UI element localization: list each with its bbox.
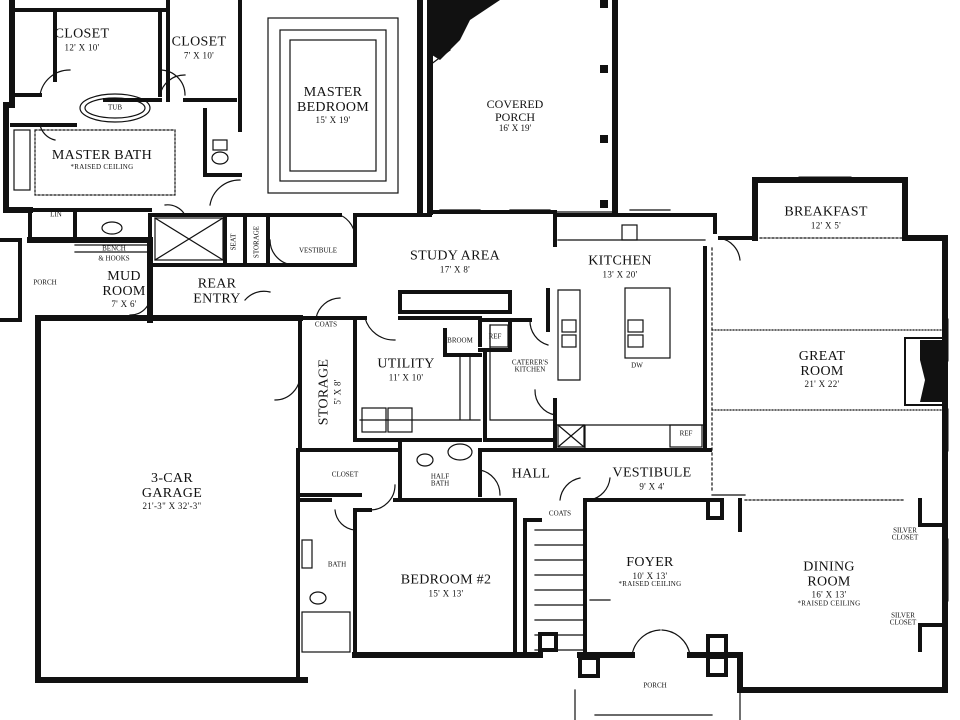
lin-label: LIN <box>50 210 62 219</box>
master-bedroom-label: MASTER BEDROOM 15' x 19' <box>296 85 370 126</box>
closet-garage-label: CLOSET <box>331 470 359 479</box>
room-name: VESTIBULE <box>612 465 692 481</box>
room-name: GREAT <box>798 349 846 365</box>
garage-label: 3-CAR GARAGE 21'-3" x 32'-3" <box>141 471 203 512</box>
room-name: DINING <box>803 559 855 575</box>
silver-closet-bottom-label: SILVER CLOSET <box>889 611 917 628</box>
room-name: 3-CAR <box>151 471 193 487</box>
master-bath-label: MASTER BATH *RAISED CEILING <box>51 147 153 171</box>
room-dim: 7' x 6' <box>111 299 137 310</box>
room-name: CATERER'S <box>511 358 549 367</box>
room-dim: 12' x 5' <box>810 220 842 231</box>
room-dim: 13' x 20' <box>602 269 638 280</box>
covered-porch-label: COVERED PORCH 16' x 19' <box>487 98 544 134</box>
room-name: CLOSET <box>171 34 227 50</box>
dw-label: DW <box>631 361 643 370</box>
bath-label: BATH <box>327 560 347 569</box>
half-bath-label: HALF BATH <box>430 472 450 489</box>
detail-lines <box>13 17 949 720</box>
room-name: CLOSET <box>889 619 917 627</box>
coats-lower-label: COATS <box>548 509 572 518</box>
kitchen-label: KITCHEN 13' x 20' <box>588 254 652 279</box>
hall-label: HALL <box>511 466 551 482</box>
room-note: *RAISED CEILING <box>70 162 134 171</box>
room-name: MASTER <box>303 85 363 101</box>
porch-front-label: PORCH <box>643 681 667 690</box>
porch-fireplace-icon <box>432 0 500 60</box>
porch-left-label: PORCH <box>33 278 57 287</box>
room-dim: 10' x 13' <box>632 570 668 581</box>
room-name: UTILITY <box>377 356 435 372</box>
room-dim: 9' x 4' <box>639 481 665 492</box>
room-name: ROOM <box>807 574 851 590</box>
room-name: KITCHEN <box>588 253 652 269</box>
closet-left-label: CLOSET 12' x 10' <box>55 27 110 52</box>
room-name: ROOM <box>800 363 844 379</box>
dining-room-label: DINING ROOM 16' x 13' *RAISED CEILING <box>797 559 861 608</box>
room-dim: 5' x 8' <box>332 379 343 405</box>
seat-label: SEAT <box>229 233 238 251</box>
room-dim: 16' x 13' <box>811 589 847 600</box>
room-name: BEDROOM <box>296 99 370 115</box>
study-area-label: STUDY AREA 17' x 8' <box>410 249 500 274</box>
room-name: STORAGE <box>316 358 332 426</box>
room-name: ROOM <box>102 283 146 299</box>
ref-upper-label: REF <box>488 332 502 341</box>
room-dim: 16' x 19' <box>498 123 532 134</box>
room-name: BATH <box>430 480 450 488</box>
broom-label: BROOM <box>447 336 473 345</box>
room-name: KITCHEN <box>514 366 546 374</box>
room-dim: 17' x 8' <box>439 264 471 275</box>
room-name: SILVER <box>893 526 917 535</box>
room-name: FOYER <box>626 554 674 570</box>
great-room-label: GREAT ROOM 21' x 22' <box>798 349 846 390</box>
room-dim: 11' x 10' <box>388 372 424 383</box>
vestibule-front-label: VESTIBULE 9' x 4' <box>613 466 692 491</box>
room-dim: 7' x 10' <box>183 50 215 61</box>
room-name: CLOSET <box>891 534 919 542</box>
room-name: PORCH <box>494 109 536 124</box>
fireplace-firebox <box>920 340 945 402</box>
room-name: BREAKFAST <box>784 204 868 220</box>
room-dim: 15' x 13' <box>428 588 464 599</box>
room-note: *RAISED CEILING <box>618 579 682 588</box>
hooks-label: & HOOKS <box>98 254 130 263</box>
room-name: CLOSET <box>54 26 110 42</box>
room-name: GARAGE <box>141 485 203 501</box>
closet-right-label: CLOSET 7' x 10' <box>172 35 227 60</box>
mud-room-label: MUD ROOM 7' x 6' <box>102 269 146 310</box>
storage-small-label: STORAGE <box>252 225 261 259</box>
room-name: SILVER <box>891 611 915 620</box>
utility-label: UTILITY 11' x 10' <box>377 357 434 382</box>
room-dim: 21'-3" x 32'-3" <box>142 501 202 512</box>
room-name: ENTRY <box>193 291 241 306</box>
room-dim: 21' x 22' <box>804 379 840 390</box>
coats-upper-label: COATS <box>314 320 338 329</box>
room-name: COVERED <box>486 97 544 112</box>
pillars <box>538 498 728 678</box>
bench-label: BENCH <box>102 244 126 253</box>
room-name: HALF <box>430 472 450 481</box>
tub-label: TUB <box>108 103 122 112</box>
room-name: MASTER BATH <box>51 147 153 163</box>
vestibule-rear-label: VESTIBULE <box>298 246 338 255</box>
storage-label: STORAGE 5' x 8' <box>316 358 343 426</box>
room-dim: 12' x 10' <box>64 42 100 53</box>
rear-entry-label: REAR ENTRY <box>193 276 241 306</box>
room-name: MUD <box>107 269 141 285</box>
ref-lower-label: REF <box>679 429 693 438</box>
breakfast-label: BREAKFAST 12' x 5' <box>784 205 867 230</box>
room-name: BEDROOM #2 <box>400 572 492 588</box>
foyer-label: FOYER 10' x 13' *RAISED CEILING <box>618 554 682 588</box>
room-name: STUDY AREA <box>410 248 500 264</box>
columns <box>600 0 608 208</box>
caterers-kitchen-label: CATERER'S KITCHEN <box>511 358 549 375</box>
room-note: *RAISED CEILING <box>797 599 861 608</box>
silver-closet-top-label: SILVER CLOSET <box>891 526 919 543</box>
fireplace-icon <box>904 337 946 406</box>
bedroom-2-label: BEDROOM #2 15' x 13' <box>401 573 492 598</box>
room-dim: 15' x 19' <box>315 115 351 126</box>
room-name: REAR <box>197 276 237 292</box>
